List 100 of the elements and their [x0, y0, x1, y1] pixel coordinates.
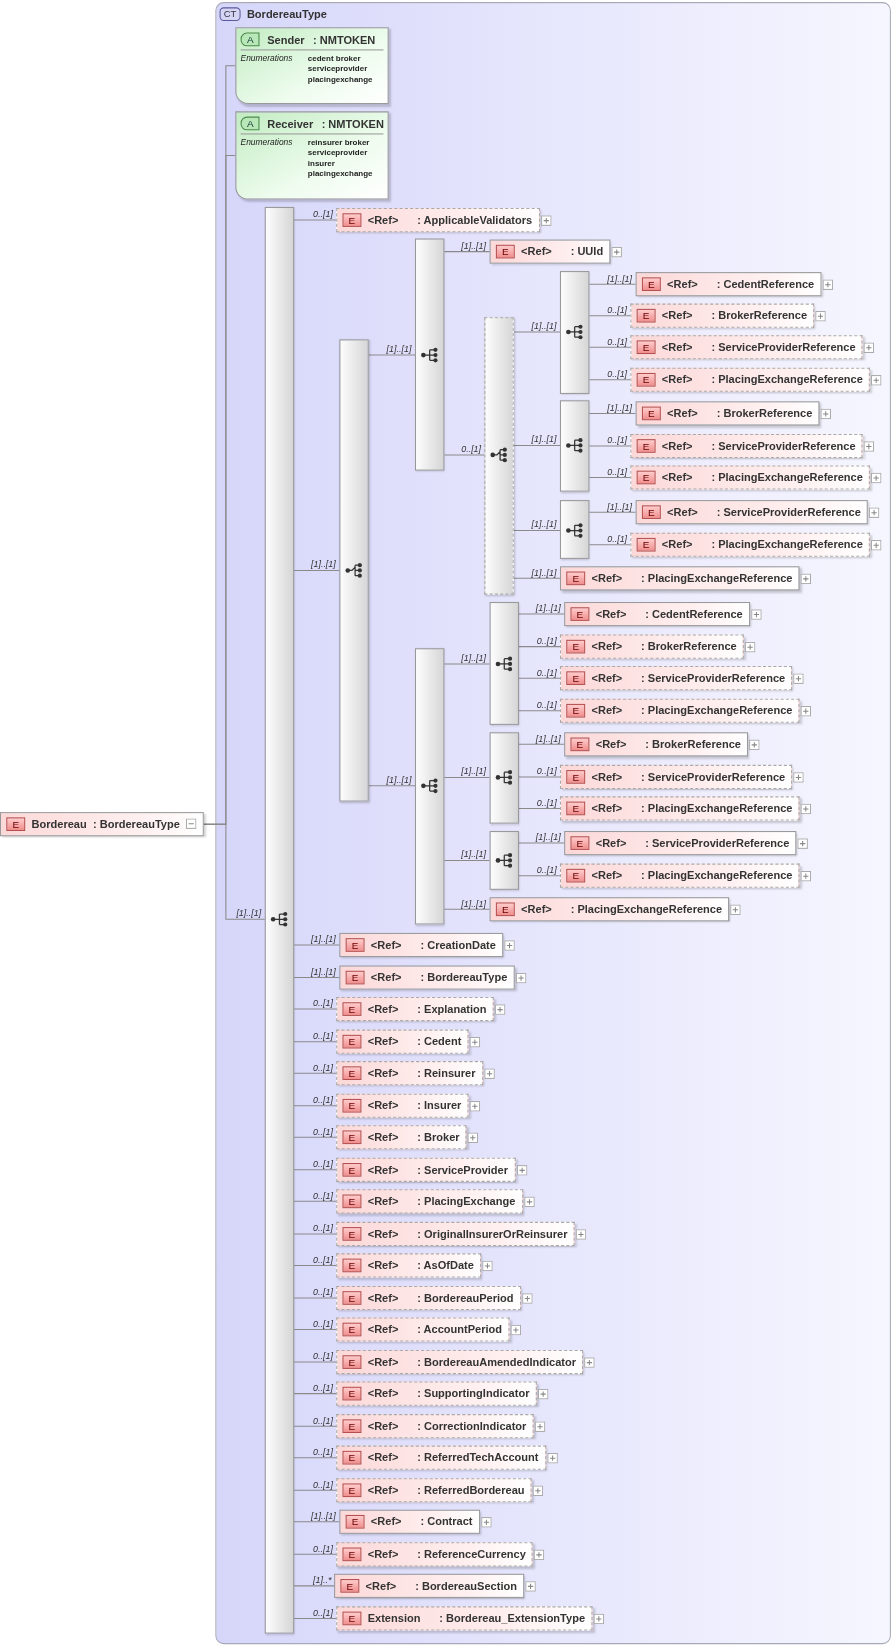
cardinality-label: 0..[1]	[313, 1189, 333, 1201]
element-name: : BordereauPeriod	[417, 1291, 514, 1304]
element-name: : Explanation	[417, 1002, 487, 1015]
connector-line	[293, 1264, 337, 1266]
sequence-compositor	[489, 831, 519, 890]
element-name: : ReferredTechAccount	[417, 1450, 539, 1464]
element-box	[336, 1477, 532, 1502]
connector-line	[293, 944, 340, 946]
element-label: <Ref>	[367, 1483, 399, 1497]
connector-line	[293, 569, 340, 571]
connector-line	[293, 1105, 337, 1107]
element-box	[336, 1252, 482, 1277]
attribute-badge: A	[240, 116, 260, 131]
complex-type-panel	[215, 2, 891, 1645]
element-badge: E	[570, 835, 590, 850]
element-badge: E	[570, 737, 590, 751]
cardinality-label: 0..[1]	[313, 1542, 333, 1554]
connector-line	[518, 842, 565, 844]
connector-line	[518, 875, 561, 877]
element-name: : BordereauType	[93, 817, 180, 830]
element-label: <Ref>	[370, 938, 402, 951]
element-label: <Ref>	[661, 470, 693, 484]
element-name: : CreationDate	[420, 938, 496, 951]
cardinality-label: [1]..[1]	[531, 566, 557, 578]
element-box	[339, 964, 515, 990]
connector-line	[293, 1585, 335, 1587]
cardinality-label: [1]..[1]	[607, 272, 633, 284]
element-name: : BrokerReference	[641, 639, 737, 653]
element-label: <Ref>	[367, 1034, 399, 1048]
element-badge: E	[641, 504, 661, 519]
element-name: : Contract	[420, 1514, 473, 1528]
complex-type-name: BordereauType	[246, 7, 327, 20]
element-name: : Bordereau_ExtensionType	[439, 1611, 586, 1625]
cardinality-label: [1]..[1]	[461, 848, 487, 860]
cardinality-label: 0..[1]	[461, 443, 482, 454]
element-label: <Ref>	[365, 1579, 397, 1592]
element-badge: E	[342, 1418, 362, 1433]
cardinality-label: 0..[1]	[313, 1446, 333, 1457]
connector-line	[443, 859, 491, 861]
element-box	[336, 207, 540, 232]
element-box	[336, 1413, 534, 1438]
element-badge: E	[345, 1514, 365, 1529]
cardinality-label: 0..[1]	[536, 699, 557, 710]
element-box	[564, 601, 751, 626]
cardinality-label: 0..[1]	[536, 765, 557, 776]
element-name: : PlacingExchangeReference	[711, 470, 863, 484]
element-label: <Ref>	[661, 372, 693, 386]
connector-line	[513, 331, 561, 333]
connector-line	[443, 908, 491, 910]
cardinality-label: [1]..[1]	[310, 558, 336, 570]
element-name: : PlacingExchangeReference	[641, 801, 793, 815]
element-label: <Ref>	[367, 1163, 399, 1176]
element-box	[559, 565, 800, 590]
element-name: : CedentReference	[645, 607, 743, 620]
cardinality-label: 0..[1]	[313, 1158, 333, 1169]
element-box	[339, 1509, 480, 1534]
element-badge: E	[641, 276, 661, 291]
element-box	[630, 433, 863, 458]
element-box	[489, 896, 730, 921]
cardinality-label: 0..[1]	[607, 465, 628, 477]
element-name: : PlacingExchangeReference	[711, 537, 863, 551]
cardinality-label: 0..[1]	[313, 1606, 333, 1618]
element-badge: E	[641, 406, 661, 420]
connector-line	[518, 613, 565, 615]
cardinality-label: [1]..[1]	[531, 320, 557, 331]
sequence-compositor	[489, 732, 519, 824]
element-badge: E	[342, 1001, 362, 1016]
element-label: <Ref>	[591, 703, 623, 717]
choice-compositor	[484, 317, 514, 595]
connector-line	[293, 1297, 337, 1299]
element-label: <Ref>	[370, 1514, 402, 1528]
element-box	[564, 731, 749, 756]
element-label: <Ref>	[591, 639, 623, 653]
element-label: <Ref>	[367, 213, 399, 226]
element-badge: E	[636, 438, 656, 453]
element-badge: E	[636, 339, 656, 354]
connector-line	[293, 1072, 337, 1074]
element-badge: E	[636, 308, 656, 322]
connector-line	[518, 710, 561, 712]
element-badge: E	[345, 970, 365, 984]
element-badge: E	[495, 244, 515, 258]
element-badge: E	[342, 1098, 362, 1113]
element-label: <Ref>	[591, 801, 623, 815]
element-name: : UUId	[570, 244, 604, 258]
cardinality-label: 0..[1]	[313, 1061, 333, 1073]
element-badge: E	[342, 1290, 362, 1305]
attribute-box	[235, 27, 389, 104]
element-box	[336, 1316, 510, 1342]
cardinality-label: 0..[1]	[313, 1125, 333, 1137]
element-box	[336, 1124, 467, 1149]
element-badge: E	[342, 212, 362, 227]
element-label: <Ref>	[367, 1355, 399, 1368]
element-label: <Ref>	[591, 770, 623, 783]
connector-line	[588, 283, 637, 285]
cardinality-label: [1]..*	[313, 1574, 332, 1585]
element-box	[336, 1029, 469, 1054]
element-label: <Ref>	[591, 671, 623, 684]
enumerations-label: Enumerations	[240, 137, 294, 150]
element-box	[559, 634, 745, 659]
connector-line	[293, 1489, 337, 1491]
